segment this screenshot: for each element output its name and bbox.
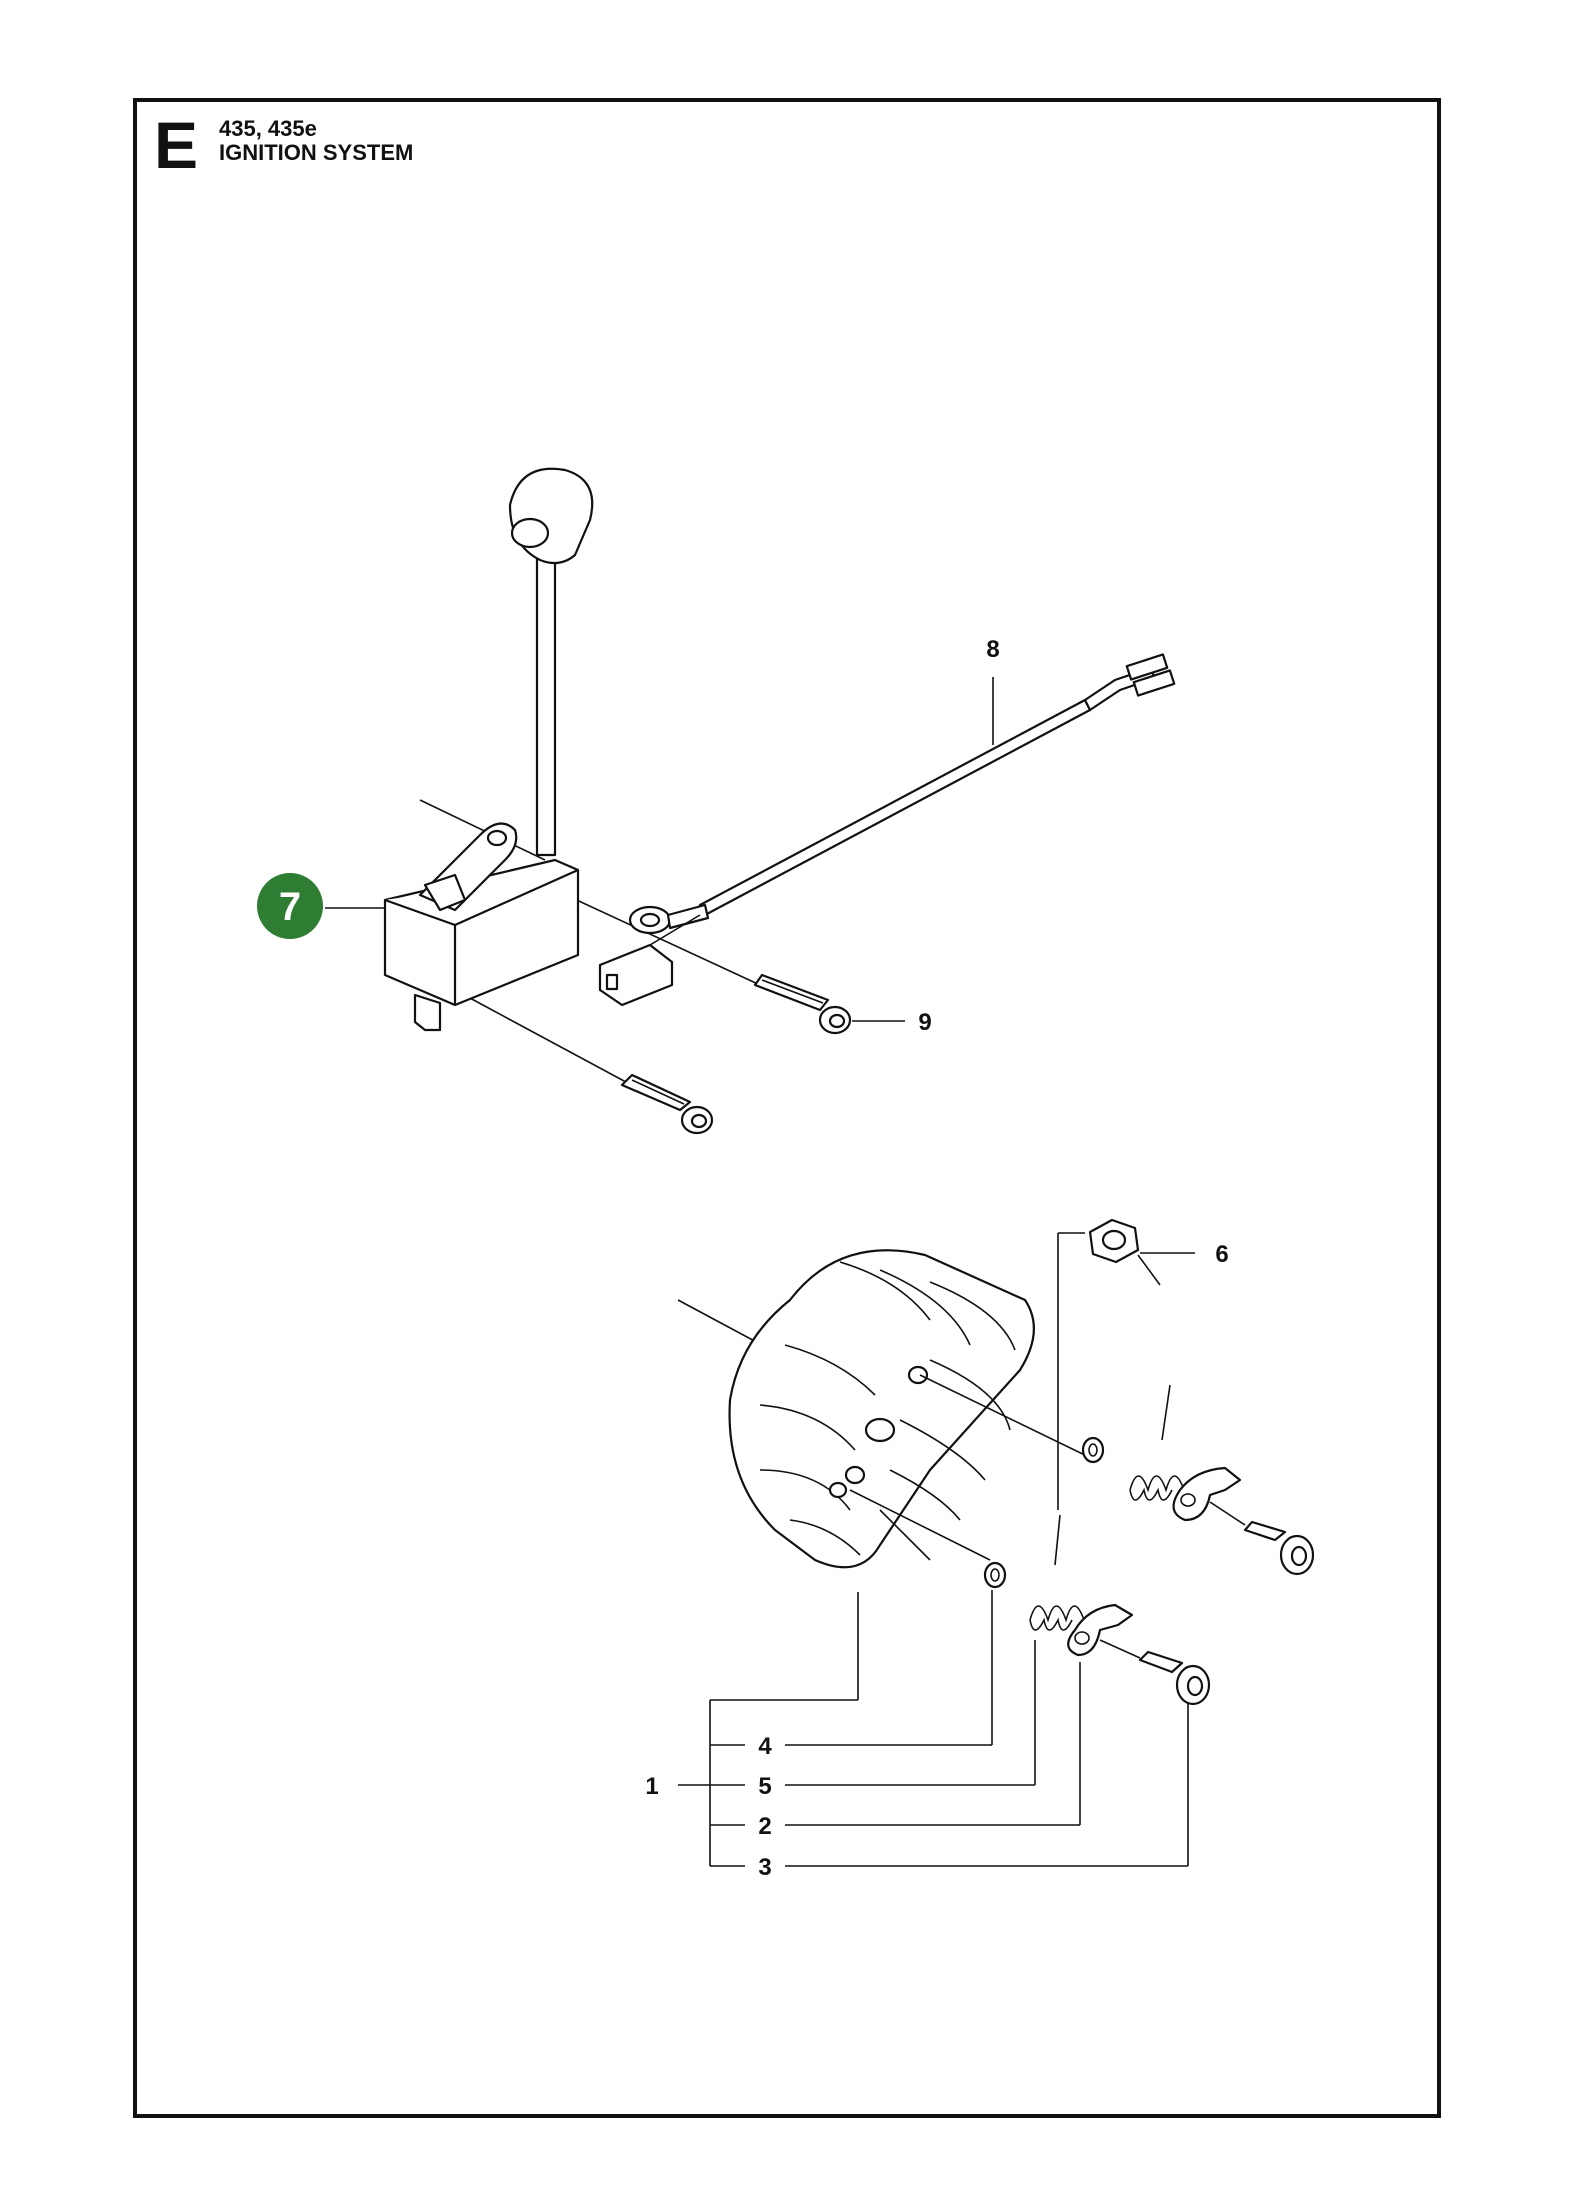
page-title: IGNITION SYSTEM: [219, 140, 414, 165]
callout-3[interactable]: 3: [758, 1854, 771, 1881]
flywheel-nut: [1088, 1218, 1161, 1286]
screw-9: [753, 973, 852, 1035]
section-letter: E: [154, 108, 199, 182]
pawl-set-upper: [1081, 1384, 1315, 1576]
module-screw: [620, 1073, 714, 1135]
callout-5[interactable]: 5: [758, 1773, 771, 1800]
pawl-set-lower: [983, 1514, 1211, 1706]
ignition-module: [383, 467, 761, 1096]
leader-lines: [325, 677, 1195, 1867]
callout-2[interactable]: 2: [758, 1813, 771, 1840]
flywheel: [677, 1249, 1096, 1569]
callout-9[interactable]: 9: [918, 1009, 931, 1036]
short-circuit-cable: [598, 653, 1176, 1007]
page-frame: [133, 98, 1441, 2118]
model-number: 435, 435e: [219, 116, 317, 141]
callout-8[interactable]: 8: [986, 636, 999, 663]
callout-1[interactable]: 1: [645, 1773, 658, 1800]
callout-7-number: 7: [279, 885, 301, 929]
callout-4[interactable]: 4: [758, 1733, 772, 1760]
callout-7[interactable]: 7: [257, 873, 323, 939]
callout-6[interactable]: 6: [1215, 1241, 1228, 1268]
